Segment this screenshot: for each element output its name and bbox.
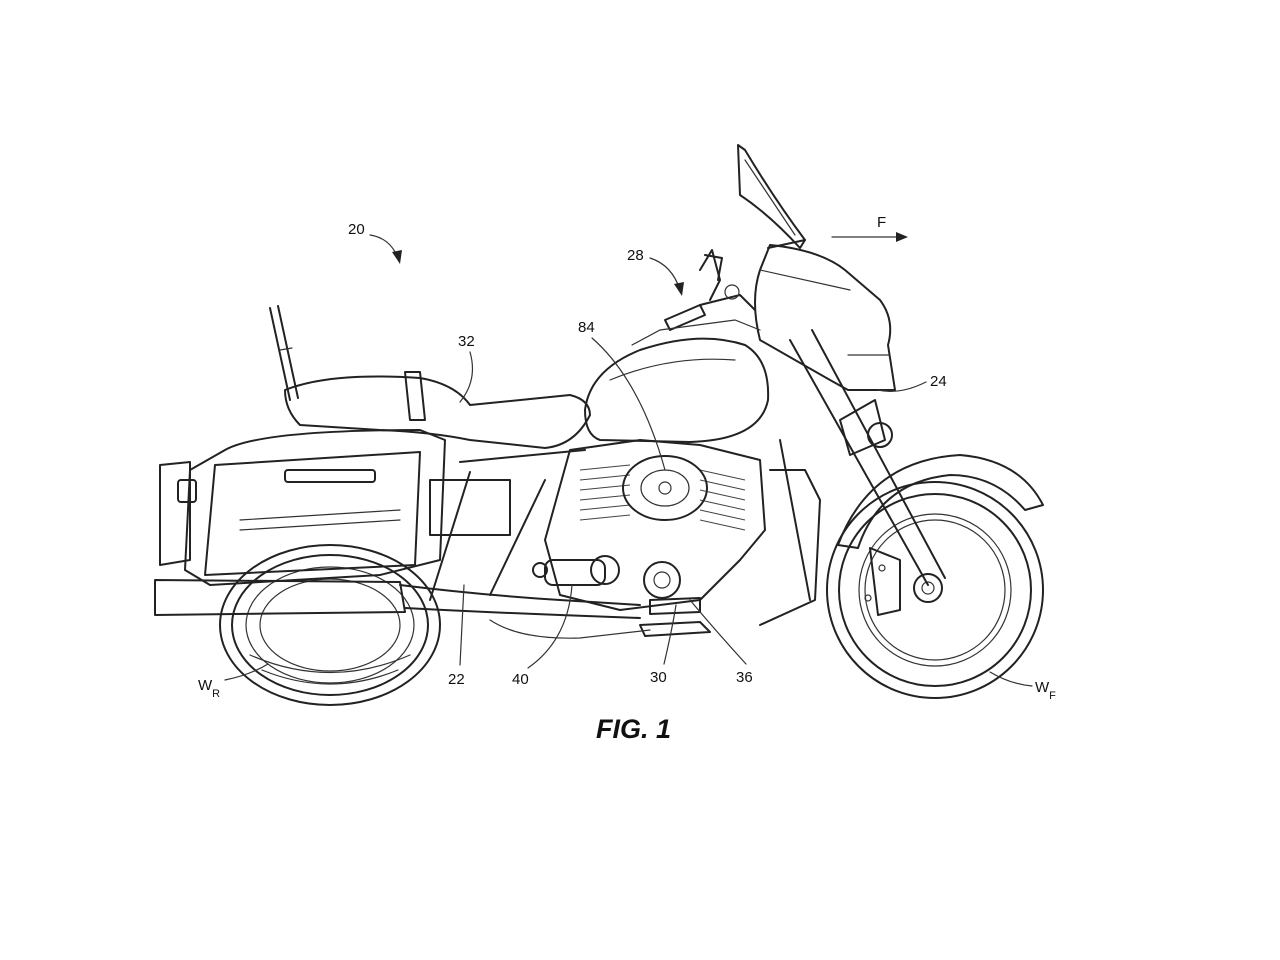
cylinder-fins [579, 464, 746, 531]
arrowhead-icon [896, 232, 908, 242]
figure-caption: FIG. 1 [596, 714, 671, 744]
air-cleaner [622, 455, 708, 521]
callout-22: 22 [448, 584, 465, 688]
front-wheel-label-main: W [1035, 679, 1050, 696]
callout-20: 20 [348, 221, 402, 264]
crank-cover [643, 561, 681, 599]
rear-wheel [219, 544, 441, 706]
callout-32: 32 [458, 333, 475, 403]
saddlebag [184, 429, 446, 586]
callout-36: 36 [689, 599, 753, 686]
fairing [754, 239, 896, 391]
sissy-bar [269, 305, 299, 401]
rear-wheel-label-sub: R [212, 688, 220, 700]
svg-text:WR: WR [198, 677, 220, 700]
callout-label-32: 32 [458, 333, 475, 350]
front-wheel-label-sub: F [1049, 690, 1056, 702]
direction-label: F [877, 214, 886, 231]
callout-28: 28 [627, 247, 684, 296]
exhaust-pipe [154, 579, 651, 639]
callout-label-30: 30 [650, 669, 667, 686]
callout-label-24: 24 [930, 373, 947, 390]
rear-wheel-label: WR [198, 663, 269, 700]
fuel-tank [584, 319, 770, 443]
windshield [737, 144, 806, 249]
direction-arrow: F [831, 214, 908, 242]
callout-30: 30 [650, 604, 677, 686]
callout-label-84: 84 [578, 319, 595, 336]
handlebar [664, 249, 756, 331]
callout-84: 84 [578, 319, 666, 471]
svg-text:WF: WF [1035, 679, 1056, 702]
callout-label-36: 36 [736, 669, 753, 686]
frame [429, 439, 821, 637]
rear-wheel-label-main: W [198, 677, 213, 694]
rear-rack-light [159, 461, 197, 566]
front-fork [789, 329, 946, 586]
callout-label-28: 28 [627, 247, 644, 264]
callout-24: 24 [877, 373, 947, 392]
callout-40: 40 [512, 584, 573, 688]
callout-label-22: 22 [448, 671, 465, 688]
callout-label-40: 40 [512, 671, 529, 688]
callout-label-20: 20 [348, 221, 365, 238]
front-wheel-label: WF [989, 671, 1056, 702]
front-wheel [826, 481, 1044, 699]
front-fender [837, 454, 1044, 549]
